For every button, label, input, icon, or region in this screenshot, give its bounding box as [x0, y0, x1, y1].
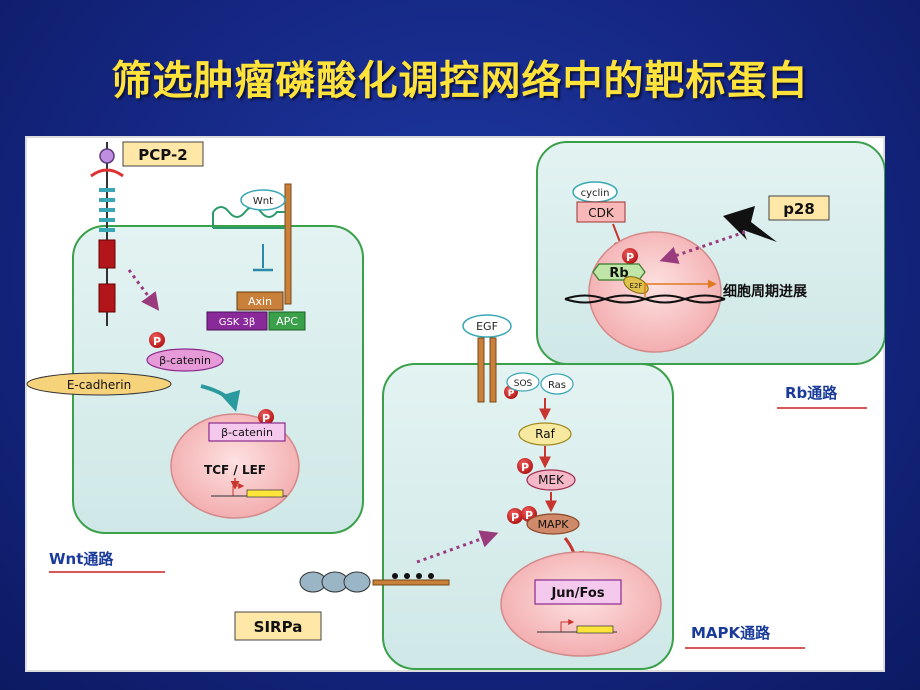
- lightning-icon: [723, 206, 777, 242]
- phospho-icon: [622, 248, 638, 264]
- sirpa-box: [234, 611, 322, 641]
- rb-label: Rb: [609, 266, 628, 281]
- cell-cycle-label: 细胞周期进展: [723, 283, 807, 300]
- pcp2-label-box: [122, 141, 204, 167]
- gsk-box: [206, 311, 268, 331]
- tcf-lef-label: TCF / LEF: [204, 463, 266, 477]
- axin-label: Axin: [248, 295, 272, 308]
- phospho-label: P: [153, 335, 161, 348]
- phospho-icon: [258, 409, 274, 425]
- phospho-label: P: [626, 251, 634, 264]
- phospho-icon: [149, 332, 165, 348]
- sirpa-label: SIRPa: [254, 618, 303, 636]
- apc-box: [268, 311, 306, 331]
- rb-transcription-arrow: [644, 279, 717, 297]
- sirpa-receptor: [299, 571, 450, 593]
- catenin-translocation-arrow: [200, 384, 241, 412]
- p28-label: p28: [783, 200, 815, 218]
- axin-box: [236, 291, 284, 311]
- phospho-label: P: [508, 389, 515, 399]
- pathway-diagram: PCP-2 Wnt Axin GSK 3β APC: [25, 136, 886, 672]
- pcp2-receptor: [90, 142, 124, 326]
- gsk-label: GSK 3β: [219, 317, 256, 328]
- egfr-left-chain: [477, 337, 485, 403]
- phospho-label: P: [262, 412, 270, 425]
- beta-catenin-nucleus-label: β-catenin: [221, 426, 273, 439]
- diagram-panel: PCP-2 Wnt Axin GSK 3β APC: [25, 136, 886, 672]
- sos-label: SOS: [514, 379, 533, 389]
- mapk-protein-label: MAPK: [538, 518, 570, 531]
- p28-box: [768, 195, 830, 221]
- rb-cell: [536, 141, 886, 365]
- slide-title: 筛选肿瘤磷酸化调控网络中的靶标蛋白: [111, 58, 809, 104]
- egf-oval: [462, 314, 512, 338]
- beta-catenin-nucleus-box: [208, 422, 286, 442]
- mapk-oval: [526, 513, 580, 535]
- e2f-label: E2F: [630, 282, 643, 290]
- mapk-pathway-label: MAPK通路: [691, 624, 771, 642]
- phospho-label: P: [511, 511, 519, 524]
- cdk-box: [576, 201, 626, 223]
- wnt-label: Wnt: [253, 196, 273, 207]
- egf-label: EGF: [476, 320, 498, 333]
- jun-fos-label: Jun/Fos: [550, 586, 604, 601]
- p28-to-rb-arrow: [659, 230, 746, 264]
- mek-label: MEK: [538, 473, 565, 487]
- raf-label: Raf: [535, 427, 555, 441]
- beta-catenin-cytoplasm-label: β-catenin: [159, 354, 211, 367]
- phospho-label: P: [521, 461, 529, 474]
- cyclin-label: cyclin: [581, 188, 610, 199]
- sos-oval: [506, 372, 540, 392]
- wnt-receptor: [212, 183, 292, 305]
- apc-label: APC: [276, 315, 298, 328]
- ras-label: Ras: [548, 380, 566, 391]
- wnt-pathway-label: Wnt通路: [49, 550, 114, 568]
- mek-oval: [526, 469, 576, 491]
- jun-fos-box: [534, 579, 622, 605]
- rb-nucleus: [588, 231, 722, 353]
- rb-dna-strand: [564, 294, 726, 304]
- phospho-label: P: [525, 509, 533, 522]
- ras-oval: [540, 373, 574, 395]
- rb-pathway-label: Rb通路: [785, 384, 838, 402]
- e2f-protein: [623, 276, 649, 294]
- pcp2-label: PCP-2: [138, 146, 187, 164]
- beta-catenin-cytoplasm: [146, 348, 224, 372]
- phospho-icon: [517, 458, 533, 474]
- raf-oval: [518, 422, 572, 446]
- gene-box: [246, 489, 284, 498]
- e-cadherin: [26, 372, 172, 396]
- pcp2-to-catenin-arrow: [127, 269, 160, 311]
- phospho-icon: [507, 508, 523, 524]
- cdk-label: CDK: [588, 206, 615, 220]
- egfr-right-chain: [489, 337, 497, 403]
- e-cadherin-label: E-cadherin: [67, 378, 131, 392]
- mapk-gene-box: [576, 625, 614, 634]
